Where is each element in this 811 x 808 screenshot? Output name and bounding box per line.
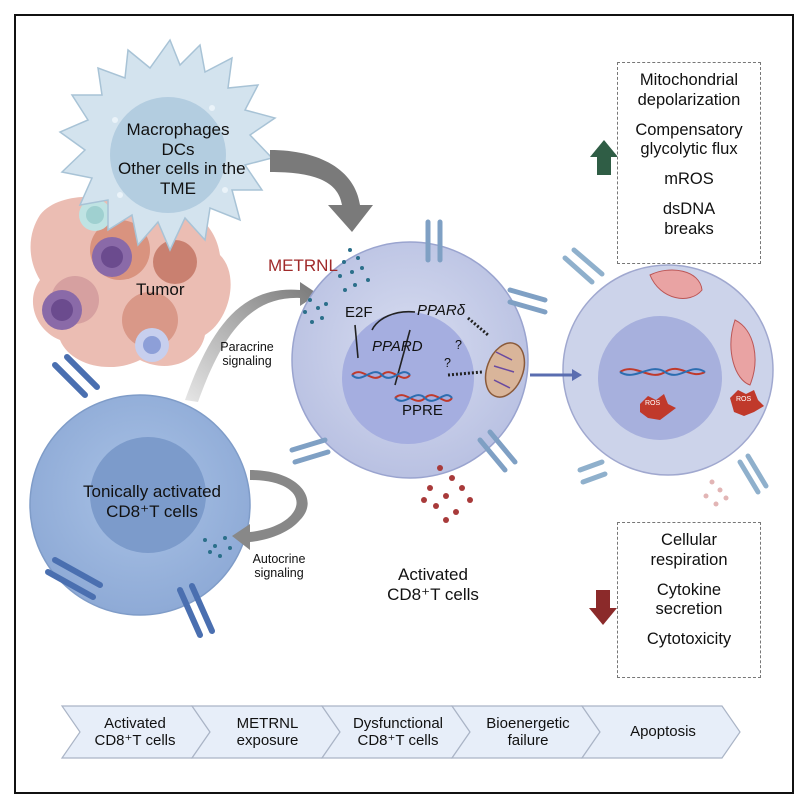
autocrine-line1: Autocrine (252, 552, 306, 566)
down-item-1: Cellular respiration (618, 531, 760, 571)
up-item-2: Compensatory glycolytic flux (618, 121, 760, 161)
timeline-step-2-line2: exposure (236, 732, 299, 749)
activated-cell-line1: Activated (398, 565, 468, 584)
autocrine-line2: signaling (254, 566, 304, 581)
timeline-step-3-line1: Dysfunctional (352, 714, 444, 732)
timeline-step-2-line1: METRNL (236, 714, 299, 732)
up-item-4: dsDNA breaks (618, 200, 760, 240)
tonic-cell (29, 394, 251, 616)
down-item-2: Cytokine secretion (618, 581, 760, 621)
tcr-receptor (45, 219, 769, 638)
cytokine-dots (421, 465, 473, 523)
downregulated-box: Cellular respiration Cytokine secretion … (617, 522, 761, 678)
source-cell-line3: Other cells in the (118, 159, 246, 179)
dotted-arrow-1 (467, 316, 489, 337)
up-item-4-line1: dsDNA (662, 199, 716, 218)
up-item-1-line1: Mitochondrial (639, 71, 739, 89)
e2f-label: E2F (345, 304, 373, 321)
activated-cell-line2: CD8⁺T cells (387, 584, 479, 604)
up-item-2-line1: Compensatory (635, 120, 743, 139)
timeline-step-1-line1: Activated (104, 714, 166, 732)
ros-label-1: ROS (645, 400, 661, 407)
metrnl-dots (203, 248, 370, 558)
paracrine-line1: Paracrine (220, 340, 274, 354)
timeline-step-1-line2: CD8⁺T cells (94, 732, 176, 749)
timeline-chevrons (60, 705, 741, 759)
timeline-step-3-line2: CD8⁺T cells (357, 732, 439, 749)
source-cell-line2: DCs (161, 139, 195, 159)
tonic-cell-line2: CD8⁺T cells (106, 501, 198, 521)
timeline-step-4-line1: Bioenergetic (486, 714, 570, 732)
question-mark-1: ? (455, 338, 462, 352)
ros-label-2: ROS (736, 396, 752, 403)
timeline-step-4-line2: failure (507, 732, 549, 749)
up-item-2-line2: glycolytic flux (640, 140, 738, 159)
up-item-3: mROS (664, 170, 714, 189)
up-item-4-line2: breaks (664, 219, 714, 238)
question-mark-2: ? (444, 356, 451, 370)
up-item-1: Mitochondrial depolarization (618, 71, 760, 111)
source-cell (58, 38, 277, 252)
dna-icon (351, 367, 706, 402)
ppard-gene-label: PPARD (372, 338, 423, 355)
up-item-1-line2: depolarization (637, 90, 741, 109)
paracrine-arrow (185, 282, 318, 402)
down-item-2-line1: Cytokine (656, 580, 722, 599)
down-arrow-icon (589, 590, 617, 625)
source-cell-line1: Macrophages (126, 120, 230, 139)
source-cell-line4: TME (160, 178, 196, 198)
upregulated-box: Mitochondrial depolarization Compensator… (617, 62, 761, 264)
activated-cell-label: Activated CD8⁺T cells (378, 565, 488, 604)
tumor-label: Tumor (136, 280, 185, 299)
ppre-label: PPRE (402, 402, 443, 419)
tonic-cell-line1: Tonically activated (83, 482, 221, 501)
progression-arrowhead (572, 369, 582, 381)
tumor-cluster (30, 196, 231, 368)
source-cell-label: Macrophages DCs Other cells in the TME (118, 120, 246, 198)
metrnl-flow-arrow (270, 150, 373, 232)
autocrine-arrow (232, 470, 308, 550)
down-item-3: Cytotoxicity (646, 630, 732, 649)
down-item-2-line2: secretion (655, 600, 723, 619)
paracrine-label: Paracrine signaling (212, 340, 282, 369)
dotted-arrow-2 (447, 370, 483, 377)
down-item-1-line1: Cellular (661, 531, 717, 549)
paracrine-line2: signaling (222, 354, 272, 369)
autocrine-label: Autocrine signaling (244, 552, 314, 581)
ppar-delta-label: PPARδ (417, 302, 466, 319)
down-item-1-line2: respiration (650, 550, 728, 569)
timeline-step-5-line1: Apoptosis (630, 723, 696, 741)
activated-cell (291, 241, 529, 479)
timeline-step-5: Apoptosis (598, 706, 728, 758)
metrnl-label: METRNL (268, 256, 338, 275)
faded-cytokine-dots (703, 479, 729, 507)
tonic-cell-label: Tonically activated CD8⁺T cells (72, 482, 232, 521)
up-arrow-icon (590, 140, 618, 175)
